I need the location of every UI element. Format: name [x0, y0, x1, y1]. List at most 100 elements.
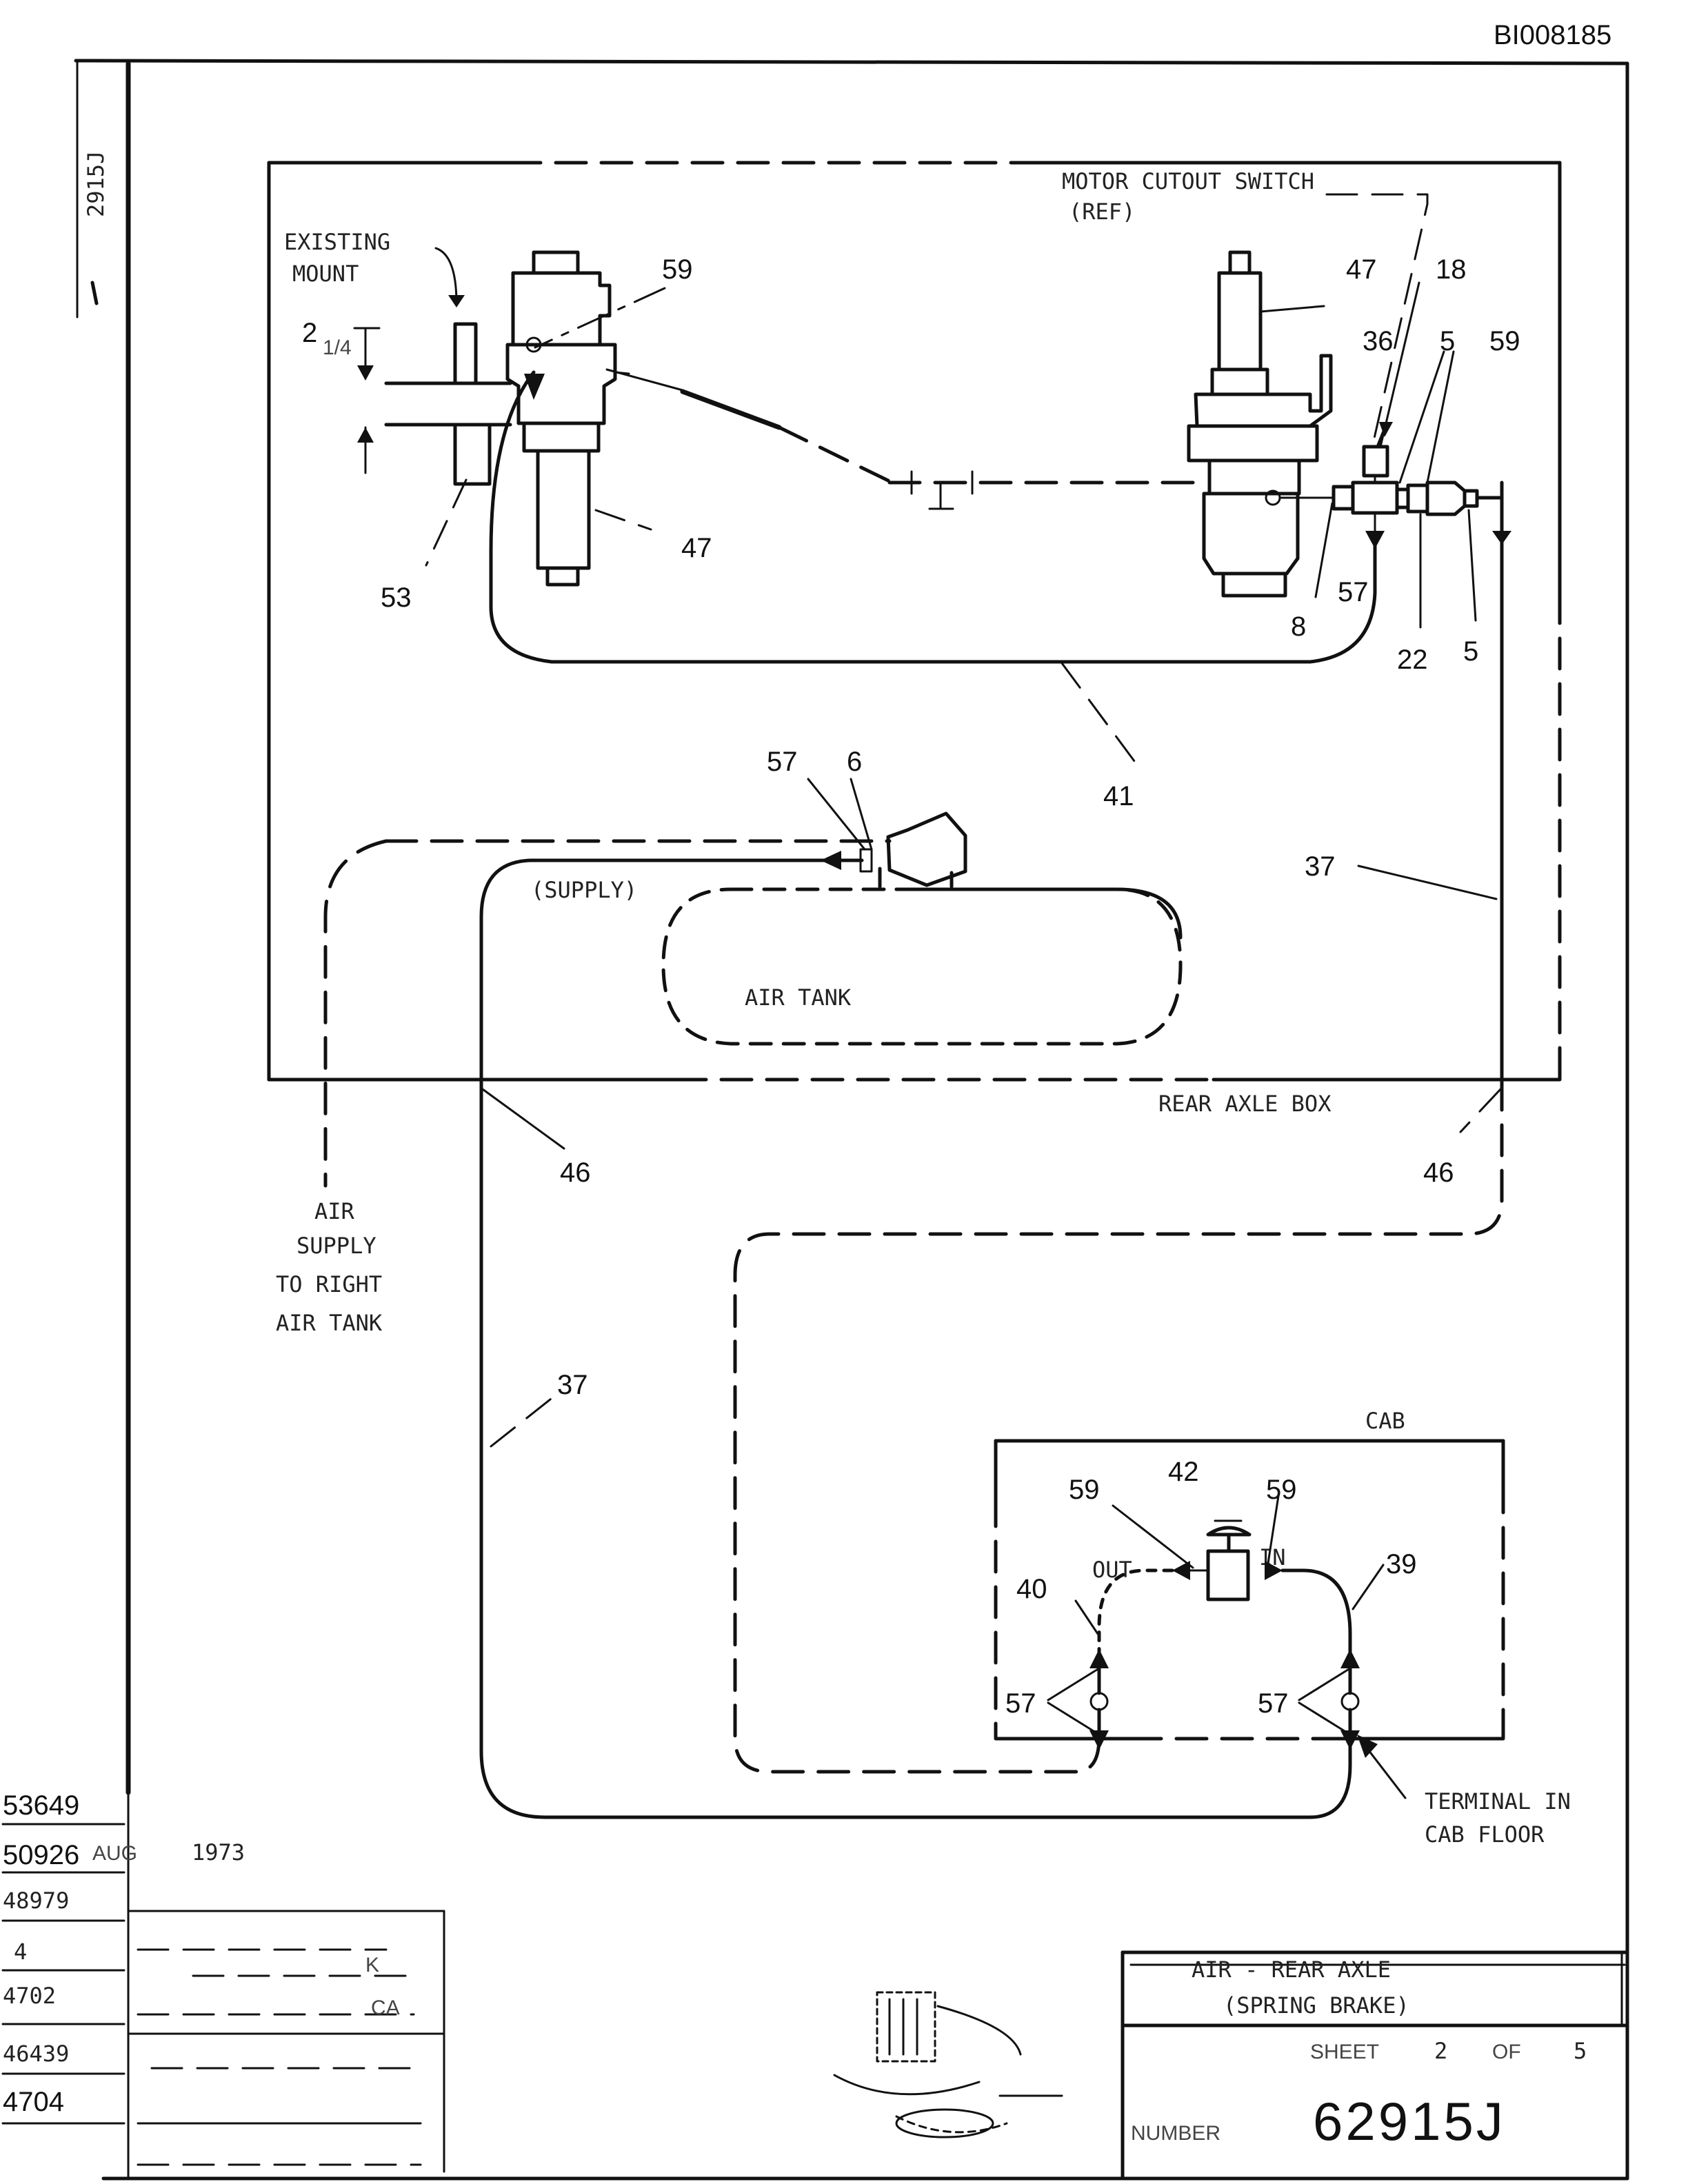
- callout-39: 39: [1386, 1549, 1417, 1579]
- callout-47-left: 47: [681, 533, 712, 563]
- terminal-label-1: TERMINAL IN: [1425, 1788, 1571, 1814]
- terminal-arrow: [1357, 1735, 1378, 1758]
- hose-37-dashed-return: [733, 1078, 1504, 1774]
- callout-37-leader: [1357, 865, 1498, 900]
- hose-41: [489, 370, 1377, 664]
- air-supply-label-1: AIR: [314, 1198, 355, 1224]
- callout-53-leader: [425, 478, 468, 567]
- air-tank-label: AIR TANK: [745, 984, 852, 1011]
- hose-37-left: [479, 858, 1352, 1819]
- sheet-number: 2: [1434, 2038, 1447, 2064]
- hose-39: [1280, 1568, 1352, 1657]
- rear-axle-box-label: REAR AXLE BOX: [1158, 1091, 1331, 1117]
- side-mark: [90, 281, 99, 305]
- title-line-2: (SPRING BRAKE): [1223, 1992, 1409, 2019]
- brake-chamber-right: [1187, 250, 1333, 598]
- callout-59-out-leader: [1112, 1504, 1194, 1569]
- approval-block: [127, 1910, 445, 2173]
- dimension-arrows: [353, 327, 381, 474]
- callout-40: 40: [1016, 1574, 1047, 1604]
- existing-mount-label-2: MOUNT: [292, 261, 359, 287]
- callout-37-right: 37: [1305, 851, 1336, 882]
- supply-label: (SUPPLY): [531, 877, 637, 903]
- approval-k: K: [365, 1954, 379, 1976]
- callout-59-out: 59: [1069, 1475, 1100, 1505]
- callout-47-left-upper: [605, 368, 684, 392]
- revision-1: 53649: [3, 1790, 79, 1821]
- air-tank: [661, 811, 1183, 1046]
- callout-6-leader: [850, 778, 873, 851]
- air-supply-label-3: TO RIGHT: [276, 1271, 382, 1297]
- callout-36: 36: [1363, 326, 1394, 356]
- motor-cutout-label: MOTOR CUTOUT SWITCH: [1062, 168, 1314, 194]
- existing-mount-leader: [434, 247, 458, 305]
- callout-6: 6: [847, 747, 862, 777]
- sheet-total: 5: [1574, 2038, 1587, 2064]
- fitting-6: [859, 848, 873, 873]
- callout-37-left-leader: [490, 1393, 559, 1448]
- sheet-of-label: OF: [1492, 2041, 1521, 2063]
- callout-57-tank: 57: [767, 747, 798, 777]
- callout-18: 18: [1436, 254, 1467, 285]
- callout-37-left: 37: [557, 1370, 588, 1400]
- hose-40: [1097, 1568, 1174, 1657]
- callout-59-right: 59: [1489, 326, 1520, 356]
- callout-5-lower: 5: [1463, 636, 1478, 667]
- tee-fitting-8: [1332, 474, 1399, 549]
- revision-3: 48979: [3, 1888, 69, 1914]
- bulkhead-connector-right: [1298, 1649, 1360, 1750]
- callout-5-upper: 5: [1440, 326, 1455, 356]
- date-year: 1973: [192, 1839, 245, 1866]
- callout-59-in-leader: [1266, 1495, 1280, 1569]
- date-month: AUG: [92, 1842, 137, 1865]
- callout-8: 8: [1291, 611, 1306, 642]
- title-line-1: AIR - REAR AXLE: [1192, 1957, 1391, 1983]
- existing-mount-arrow: [448, 295, 465, 307]
- revision-list: 53649 50926 48979 4 4702 46439 4704: [1, 1790, 125, 2125]
- revision-5: 4702: [3, 1983, 56, 2009]
- revision-4: 4: [14, 1939, 27, 1965]
- callout-59-leader: [534, 287, 666, 349]
- callout-57-cab-left: 57: [1005, 1688, 1036, 1719]
- callout-57-cab-right: 57: [1258, 1688, 1289, 1719]
- in-arrow: [1265, 1561, 1283, 1580]
- callout-57-tee: 57: [1338, 577, 1369, 607]
- existing-mount-label: EXISTING: [284, 229, 390, 255]
- title-block: [1121, 1950, 1629, 2181]
- rear-axle-box-outline: [267, 161, 1562, 1082]
- switch-36: [1362, 422, 1393, 478]
- callout-47-left-leader: [594, 509, 652, 531]
- terminal-leader: [1363, 1743, 1407, 1799]
- callout-22: 22: [1397, 645, 1428, 675]
- out-arrow: [1172, 1561, 1190, 1580]
- callout-39-leader: [1352, 1564, 1385, 1610]
- motor-cutout-ref: (REF): [1069, 199, 1135, 225]
- revision-7: 4704: [3, 2087, 64, 2117]
- sheet-label: SHEET: [1310, 2041, 1379, 2063]
- mounting-bracket: [384, 322, 512, 486]
- callout-47-right-leader: [1259, 305, 1325, 313]
- approval-ca: CA: [371, 1996, 400, 2019]
- air-supply-label-4: AIR TANK: [276, 1310, 383, 1336]
- callout-46-right-leader: [1459, 1088, 1502, 1133]
- cab-box-outline: [994, 1439, 1505, 1741]
- air-supply-label-2: SUPPLY: [297, 1233, 376, 1259]
- callout-41-leader: [1061, 662, 1138, 765]
- cab-label: CAB: [1365, 1408, 1405, 1434]
- brake-chamber-left: [505, 250, 617, 587]
- revision-2: 50926: [3, 1840, 79, 1870]
- dimension-fraction: 1/4: [323, 336, 352, 359]
- callout-41: 41: [1103, 781, 1134, 811]
- control-valve-42: [1206, 1519, 1252, 1601]
- callout-59-left: 59: [662, 254, 693, 285]
- hose-41-arrow: [524, 374, 545, 400]
- revision-6: 46439: [3, 2041, 69, 2067]
- callout-46-left: 46: [560, 1157, 591, 1188]
- callout-59-in: 59: [1266, 1475, 1297, 1505]
- tee-callout-leaders: [1314, 281, 1477, 629]
- callout-46-left-leader: [481, 1088, 565, 1150]
- motor-cutout-leader: [1325, 193, 1429, 443]
- company-logo-stamp: [833, 1991, 1063, 2138]
- drawing-number-label: NUMBER: [1131, 2122, 1220, 2145]
- drawing-number: 62915J: [1313, 2091, 1506, 2152]
